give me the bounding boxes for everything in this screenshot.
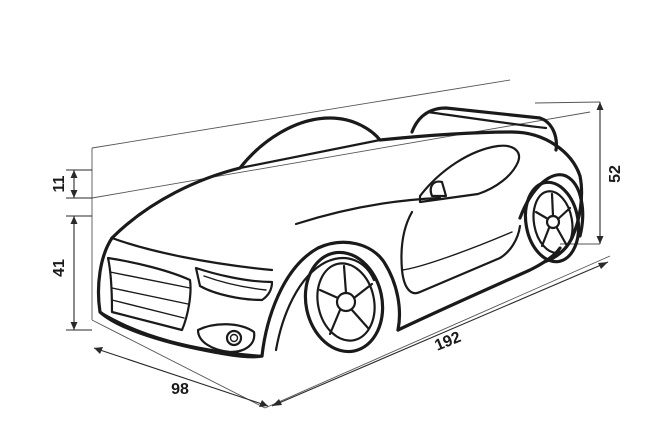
label-total-height: 52 (607, 165, 624, 183)
rear-wheel (523, 180, 581, 264)
bounding-box-guides (91, 79, 611, 409)
rear-fender (518, 173, 585, 238)
dimension-top-height (66, 169, 92, 199)
dimension-body-height (66, 215, 92, 331)
headlight (194, 266, 274, 302)
dimension-width (93, 347, 269, 407)
front-fender (260, 240, 402, 358)
side-mirror (429, 180, 448, 198)
side-window (418, 144, 521, 204)
dimension-length (271, 261, 609, 407)
fog-light (196, 323, 256, 354)
front-grille (106, 256, 192, 332)
car-body (96, 106, 585, 359)
front-face (96, 236, 264, 359)
label-width: 98 (171, 381, 189, 398)
label-top-height: 11 (51, 175, 68, 192)
roof-line (110, 116, 514, 240)
spoiler (410, 106, 558, 152)
label-body-height: 41 (51, 259, 68, 277)
side-sill (396, 246, 562, 332)
door-outline (400, 210, 522, 295)
front-wheel (303, 250, 385, 354)
dimension-total-height (596, 102, 604, 244)
